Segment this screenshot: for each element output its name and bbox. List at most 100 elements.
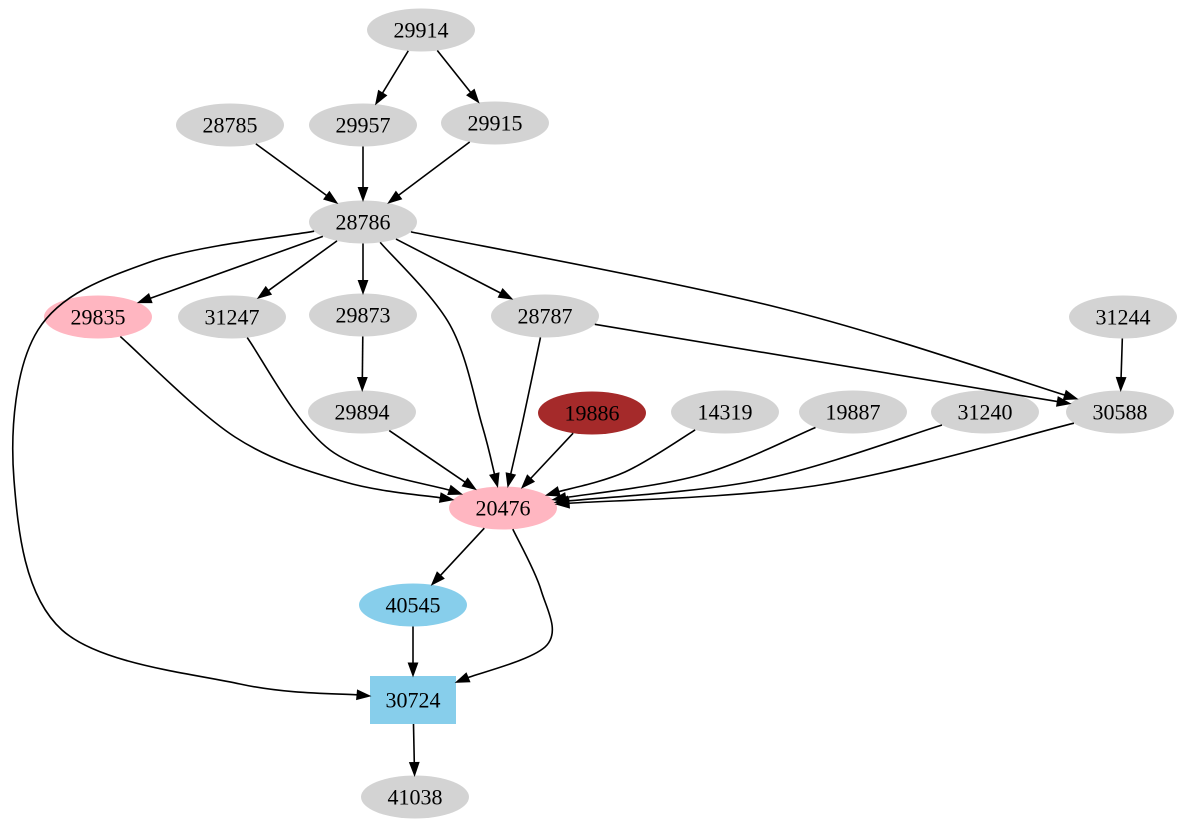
graph-node-31247: 31247 xyxy=(178,295,286,339)
graph-node-40545: 40545 xyxy=(359,583,467,627)
edge-line xyxy=(119,335,444,499)
node-shape-ellipse xyxy=(671,390,779,434)
graph-node-19886: 19886 xyxy=(538,391,646,435)
edge-arrowhead xyxy=(387,190,403,204)
node-shape-ellipse xyxy=(1066,390,1174,434)
graph-node-14319: 14319 xyxy=(671,390,779,434)
node-label-31240: 31240 xyxy=(958,400,1013,425)
edge-arrowhead xyxy=(454,672,471,683)
graph-edge-30588-20476 xyxy=(554,422,1075,509)
graph-edge-28786-31247 xyxy=(256,240,338,300)
graph-edge-28786-30724 xyxy=(12,230,372,701)
edge-arrowhead xyxy=(407,662,419,678)
graph-node-28785: 28785 xyxy=(176,103,284,147)
node-shape-ellipse xyxy=(1069,295,1177,339)
edge-line xyxy=(565,422,1075,505)
node-label-41038: 41038 xyxy=(388,785,443,810)
node-label-29957: 29957 xyxy=(336,113,391,138)
node-shape-ellipse xyxy=(309,103,417,147)
graph-edge-29835-20476 xyxy=(119,335,455,503)
edge-arrowhead xyxy=(323,190,339,204)
edge-arrowhead xyxy=(505,472,517,489)
graph-node-30724: 30724 xyxy=(370,676,456,724)
graph-node-29957: 29957 xyxy=(309,103,417,147)
graph-edge-28787-30588 xyxy=(594,323,1072,407)
node-label-20476: 20476 xyxy=(476,496,531,521)
edge-arrowhead xyxy=(466,88,480,104)
node-shape-ellipse xyxy=(178,295,286,339)
edge-line xyxy=(395,238,504,296)
node-shape-ellipse xyxy=(449,486,557,530)
edge-line xyxy=(464,528,554,680)
node-label-28785: 28785 xyxy=(203,113,258,138)
graph-edge-29873-29894 xyxy=(356,336,368,392)
graph-edge-30724-41038 xyxy=(408,723,420,777)
graph-edge-20476-40545 xyxy=(430,527,485,586)
node-label-28787: 28787 xyxy=(518,304,573,329)
node-shape-ellipse xyxy=(308,390,416,434)
node-shape-ellipse xyxy=(799,390,907,434)
edge-arrowhead xyxy=(489,472,500,489)
graph-node-29914: 29914 xyxy=(367,8,475,52)
node-label-19887: 19887 xyxy=(826,400,881,425)
graph-node-29894: 29894 xyxy=(308,390,416,434)
graph-edge-29914-29915 xyxy=(436,49,480,104)
node-shape-ellipse xyxy=(367,8,475,52)
graph-node-29873: 29873 xyxy=(309,293,417,337)
node-label-40545: 40545 xyxy=(386,593,441,618)
graph-edge-19886-20476 xyxy=(520,432,574,489)
node-shape-ellipse xyxy=(44,295,152,339)
graph-edge-28786-29835 xyxy=(136,235,324,304)
edge-line xyxy=(410,231,1069,397)
edge-arrowhead xyxy=(256,285,273,300)
edge-line xyxy=(509,337,542,478)
graph-edge-31244-30588 xyxy=(1115,338,1127,392)
node-shape-ellipse xyxy=(931,390,1039,434)
node-label-31247: 31247 xyxy=(205,305,260,330)
graph-edge-14319-20476 xyxy=(544,429,696,497)
node-label-30588: 30588 xyxy=(1093,400,1148,425)
graph-node-30588: 30588 xyxy=(1066,390,1174,434)
graph-node-29835: 29835 xyxy=(44,295,152,339)
node-shape-ellipse xyxy=(309,200,417,244)
edge-line xyxy=(527,432,574,482)
edge-line xyxy=(555,429,696,494)
edge-line xyxy=(379,241,496,478)
node-shape-ellipse xyxy=(441,101,549,145)
graph-edge-29914-29957 xyxy=(374,50,409,106)
edge-line xyxy=(246,337,453,492)
edge-line xyxy=(412,723,416,766)
node-shape-ellipse xyxy=(309,293,417,337)
graph-edge-28786-30588 xyxy=(410,231,1079,401)
graph-edge-28786-20476 xyxy=(379,241,500,489)
node-label-29873: 29873 xyxy=(336,303,391,328)
node-label-28786: 28786 xyxy=(336,210,391,235)
edge-arrowhead xyxy=(447,484,464,495)
graph-node-29915: 29915 xyxy=(441,101,549,145)
edge-line xyxy=(562,426,816,499)
node-shape-ellipse xyxy=(491,294,599,338)
edge-arrowhead xyxy=(136,292,153,304)
edge-arrowhead xyxy=(497,287,514,300)
edge-arrowhead xyxy=(357,187,369,202)
graph-edge-28786-28787 xyxy=(395,238,514,300)
edge-line xyxy=(395,141,471,198)
graph-edge-29915-28786 xyxy=(387,141,471,204)
graph-node-31240: 31240 xyxy=(931,390,1039,434)
edge-line xyxy=(564,424,943,503)
graph-node-19887: 19887 xyxy=(799,390,907,434)
edge-line xyxy=(12,230,361,696)
edge-line xyxy=(594,323,1061,403)
graph-node-41038: 41038 xyxy=(361,775,469,819)
graph-edge-29894-20476 xyxy=(388,429,477,491)
node-label-29894: 29894 xyxy=(335,400,390,425)
node-shape-ellipse xyxy=(176,103,284,147)
edge-arrowhead xyxy=(554,497,570,509)
graph-node-31244: 31244 xyxy=(1069,295,1177,339)
edge-line xyxy=(265,240,338,294)
node-label-19886: 19886 xyxy=(565,401,620,426)
graph-node-28787: 28787 xyxy=(491,294,599,338)
graph-edge-29957-28786 xyxy=(357,146,369,202)
